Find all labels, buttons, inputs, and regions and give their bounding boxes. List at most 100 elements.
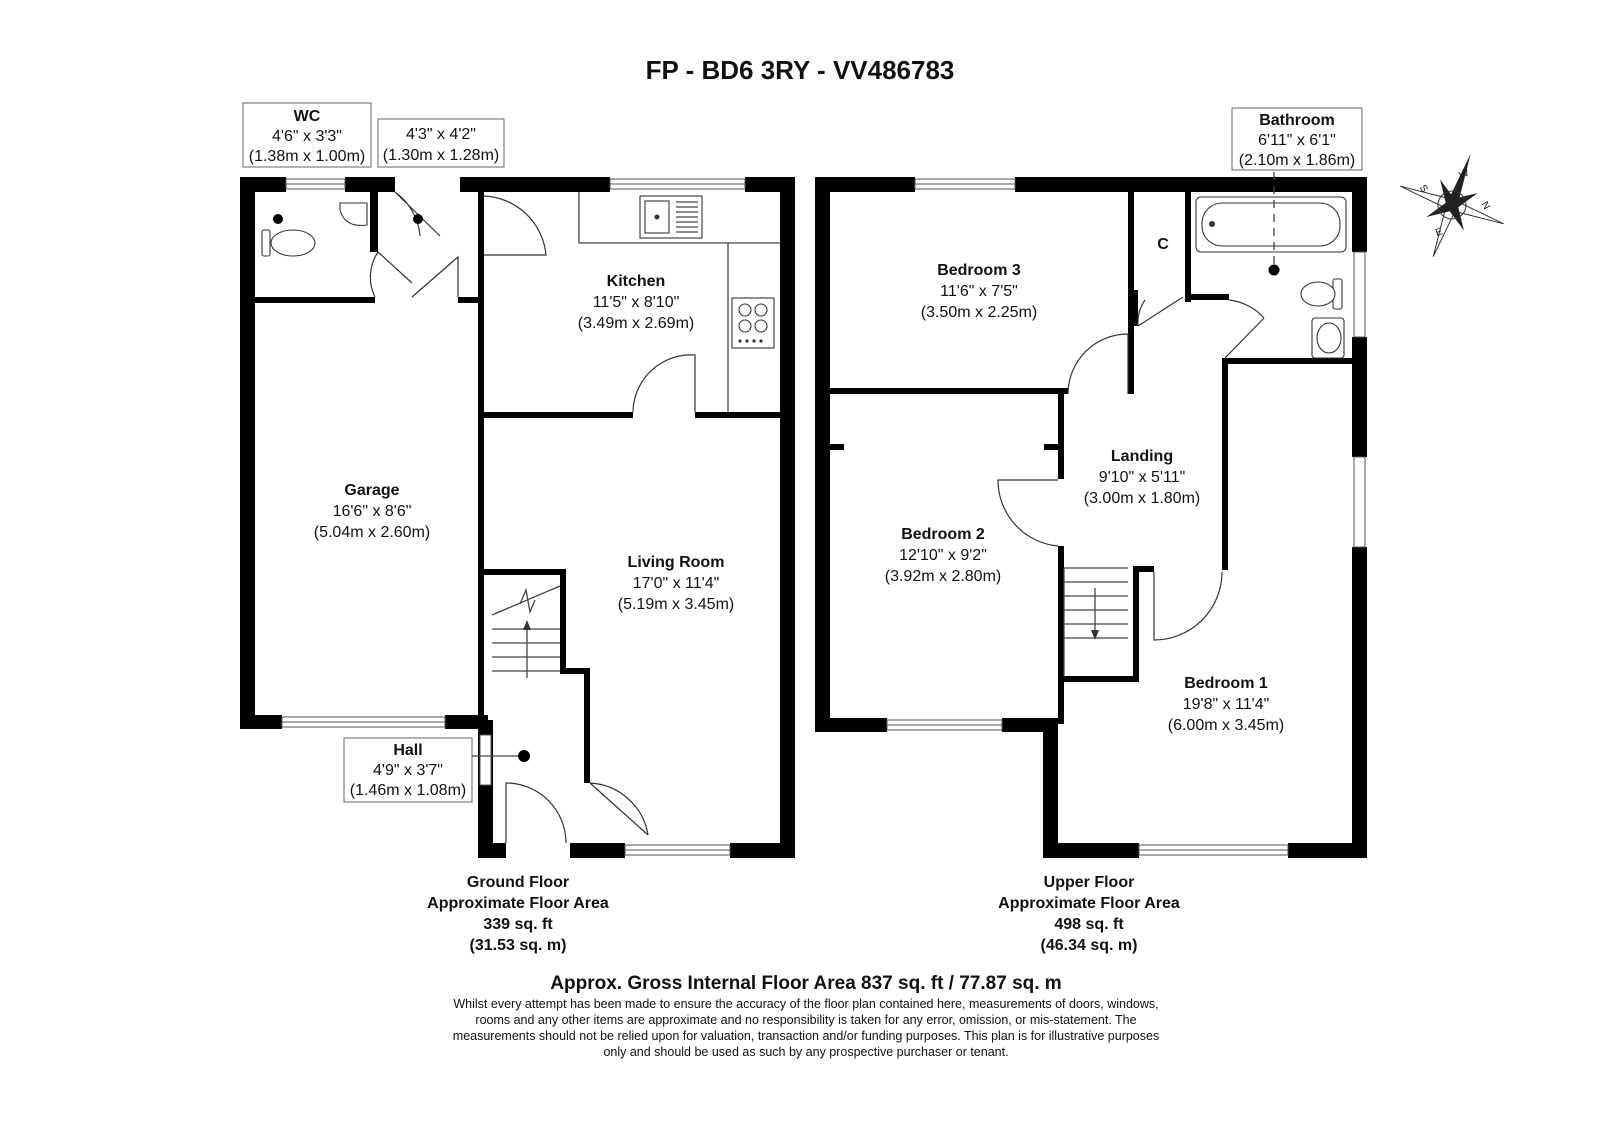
stair-down-arrow-icon bbox=[1091, 630, 1099, 640]
bathroom-window bbox=[1353, 251, 1366, 338]
living-kitchen-door[interactable] bbox=[632, 354, 696, 413]
kitchen-metric: (3.49m x 2.69m) bbox=[578, 315, 694, 332]
hall-side-window bbox=[479, 734, 492, 786]
kitchen-south-wall-right bbox=[695, 412, 785, 418]
bed2-name: Bedroom 2 bbox=[901, 526, 985, 543]
living-imperial: 17'0" x 11'4" bbox=[633, 575, 720, 592]
hall-east-wall bbox=[584, 668, 590, 783]
front-door[interactable] bbox=[505, 782, 567, 844]
upper-stairs bbox=[1063, 567, 1128, 676]
wc-metric: (1.38m x 1.00m) bbox=[249, 148, 365, 165]
living-hall-door[interactable] bbox=[589, 782, 649, 836]
bathroom-toilet-icon bbox=[1300, 278, 1343, 310]
lobby-south-wall bbox=[458, 297, 484, 303]
bed3-door[interactable] bbox=[1067, 333, 1129, 395]
stair-east-wall bbox=[560, 569, 566, 674]
stairwell-south-wall bbox=[1064, 676, 1139, 682]
bed2-landing-wall-low bbox=[1058, 546, 1064, 724]
kitchen-hob-icon bbox=[731, 297, 775, 349]
lobby-imperial: 4'3" x 4'2" bbox=[406, 126, 476, 143]
living-south-wall-right bbox=[730, 843, 795, 858]
cupboard-door-jamb bbox=[1134, 290, 1138, 326]
lobby-label-box bbox=[377, 118, 505, 168]
garage-name: Garage bbox=[344, 482, 399, 499]
kitchen-door[interactable] bbox=[483, 195, 547, 256]
ground-floor-label: Ground Floor bbox=[467, 874, 569, 891]
disclaimer-line-2: rooms and any other items are approximat… bbox=[475, 1013, 1136, 1027]
wc-door[interactable] bbox=[369, 251, 413, 298]
upper-floor-sqft: 498 sq. ft bbox=[1054, 916, 1124, 933]
wc-south-wall bbox=[240, 297, 375, 303]
lobby-north-door[interactable] bbox=[394, 191, 441, 237]
kitchen-imperial: 11'5" x 8'10" bbox=[593, 294, 680, 311]
wc-basin-icon bbox=[339, 202, 368, 226]
ground-floor-sqm: (31.53 sq. m) bbox=[470, 937, 567, 954]
bed2-imperial: 12'10" x 9'2" bbox=[899, 547, 987, 564]
upper-west-wall bbox=[815, 177, 830, 732]
bed3-name: Bedroom 3 bbox=[937, 262, 1021, 279]
landing-bath-wall bbox=[1185, 294, 1229, 300]
garage-south-wall-right bbox=[445, 715, 488, 729]
wc-toilet-icon bbox=[261, 229, 316, 257]
bathroom-east-wall-top bbox=[1352, 177, 1367, 252]
bathroom-south-wall bbox=[1225, 358, 1367, 364]
bed1-west-wall-low bbox=[1043, 718, 1058, 858]
hall-label-box bbox=[343, 737, 473, 803]
ground-floor-plan bbox=[240, 177, 795, 858]
bed1-metric: (6.00m x 3.45m) bbox=[1168, 717, 1284, 734]
wc-label-box bbox=[242, 102, 372, 168]
stair-step-wall bbox=[560, 668, 590, 674]
landing-metric: (3.00m x 1.80m) bbox=[1084, 490, 1200, 507]
hall-south-wall bbox=[478, 843, 506, 858]
living-name: Living Room bbox=[628, 554, 725, 571]
kitchen-north-wall-left bbox=[460, 177, 610, 192]
bed2-nib-right bbox=[1044, 444, 1058, 450]
kitchen-south-wall-left bbox=[478, 412, 633, 418]
wc-name: WC bbox=[294, 108, 321, 125]
bath-icon bbox=[1195, 196, 1347, 253]
stair-north-wall bbox=[484, 569, 566, 575]
garage-south-wall-left bbox=[240, 715, 282, 729]
bed1-imperial: 19'8" x 11'4" bbox=[1183, 696, 1270, 713]
lobby-inner-door[interactable] bbox=[411, 255, 459, 298]
bathroom-door[interactable] bbox=[1224, 299, 1265, 359]
garage-west-wall bbox=[240, 177, 255, 729]
cupboard-west-wall bbox=[1128, 192, 1134, 394]
bathroom-imperial: 6'11" x 6'1" bbox=[1258, 132, 1336, 149]
bed2-nib-left bbox=[830, 444, 844, 450]
bed1-south-wall-right bbox=[1288, 843, 1367, 858]
kitchen-west-wall bbox=[478, 192, 484, 320]
ground-east-wall bbox=[780, 177, 795, 858]
cupboard-east-wall bbox=[1185, 192, 1191, 302]
bathroom-ceiling-light-icon bbox=[1268, 264, 1280, 276]
living-south-wall-left bbox=[570, 843, 625, 858]
disclaimer-line-3: measurements should not be relied upon f… bbox=[453, 1029, 1159, 1043]
stairwell-east-wall bbox=[1133, 566, 1139, 682]
hall-imperial: 4'9" x 3'7" bbox=[373, 762, 443, 779]
gross-floor-area: Approx. Gross Internal Floor Area 837 sq… bbox=[550, 973, 1061, 994]
compass-w: W bbox=[1458, 168, 1471, 182]
bed2-door[interactable] bbox=[997, 479, 1059, 547]
compass-s: S bbox=[1417, 183, 1430, 195]
hall-name: Hall bbox=[393, 742, 422, 759]
cupboard-door[interactable] bbox=[1137, 296, 1184, 327]
disclaimer-line-1: Whilst every attempt has been made to en… bbox=[453, 997, 1158, 1011]
bed2-south-wall-left bbox=[815, 718, 887, 732]
bed2-landing-wall-top bbox=[1058, 394, 1064, 479]
upper-floor-label: Upper Floor bbox=[1044, 874, 1135, 891]
wc-north-wall-left bbox=[240, 177, 286, 192]
lobby-metric: (1.30m x 1.28m) bbox=[383, 147, 499, 164]
bed1-door[interactable] bbox=[1153, 571, 1223, 641]
compass-n: N bbox=[1479, 200, 1492, 212]
wc-ceiling-light-icon bbox=[273, 214, 283, 224]
ground-floor-area-label: Approximate Floor Area bbox=[427, 895, 609, 912]
kitchen-worktop bbox=[578, 192, 729, 412]
bed1-east-wall-low bbox=[1352, 547, 1367, 858]
garage-east-wall bbox=[478, 305, 484, 565]
ground-floor-sqft: 339 sq. ft bbox=[483, 916, 553, 933]
bed1-side-window bbox=[1353, 456, 1366, 548]
bathroom-basin-icon bbox=[1311, 317, 1345, 359]
bed2-metric: (3.92m x 2.80m) bbox=[885, 568, 1001, 585]
bed3-south-wall bbox=[830, 388, 1068, 394]
